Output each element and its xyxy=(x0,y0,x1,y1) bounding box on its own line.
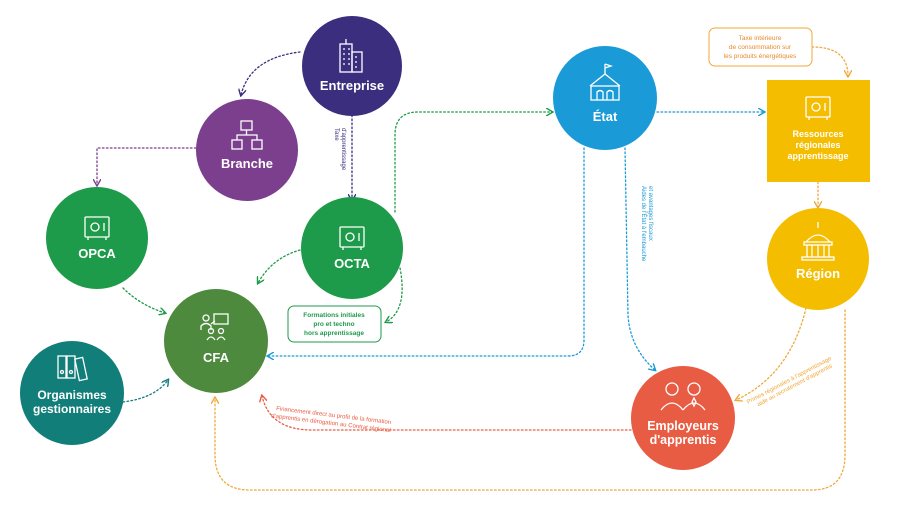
box-ressources-line1: Ressources xyxy=(792,129,843,139)
edge-label-etat-employeurs: Aides de l'État à l'embauche et avantage… xyxy=(640,186,653,262)
edge-branche-opca xyxy=(97,147,197,185)
node-octa: OCTA xyxy=(301,197,403,299)
edge-entreprise-branche xyxy=(241,51,301,95)
box-taxe-line3: les produits énergétiques xyxy=(724,53,797,60)
svg-text:Primes régionales à l'apprenti: Primes régionales à l'apprentissage xyxy=(746,356,833,406)
box-taxe-line1: Taxe intérieure xyxy=(739,35,782,42)
node-region: Région xyxy=(767,208,869,310)
node-cfa: CFA xyxy=(164,289,268,393)
box-taxe: Taxe intérieure de consommation sur les … xyxy=(708,27,813,67)
svg-text:aide au recrutement d'apprenti: aide au recrutement d'apprentis xyxy=(756,363,833,408)
node-entreprise: Entreprise xyxy=(302,16,402,116)
box-ressources: Ressources régionales apprentissage xyxy=(767,80,870,182)
edge-organismes-cfa xyxy=(122,380,168,403)
employees-icon xyxy=(660,382,706,411)
node-organismes-label-line2: gestionnaires xyxy=(33,402,111,416)
box-formations: Formations initiales pro et techno hors … xyxy=(287,305,382,343)
node-cfa-label: CFA xyxy=(203,350,230,365)
teacher-students-icon xyxy=(200,313,229,341)
svg-text:et avantages fiscaux: et avantages fiscaux xyxy=(647,186,653,241)
box-formations-line2: pro et techno xyxy=(313,321,354,328)
node-branche-label: Branche xyxy=(221,156,273,171)
node-employeurs-label-line2: d'apprentis xyxy=(650,433,717,447)
node-octa-label: OCTA xyxy=(334,256,370,271)
org-chart-icon xyxy=(231,120,263,150)
edge-octa-etat xyxy=(394,112,552,213)
safe-icon xyxy=(805,96,831,120)
box-formations-line3: hors apprentissage xyxy=(304,330,364,337)
box-formations-line1: Formations initiales xyxy=(303,312,365,319)
edge-region-cfa xyxy=(215,309,846,491)
edge-label-taxe-apprentissage: Taxe d'apprentissage xyxy=(333,128,346,171)
binders-icon xyxy=(57,355,88,382)
capitol-icon xyxy=(801,222,835,261)
box-taxe-line2: de consommation sur xyxy=(729,44,792,51)
node-etat: État xyxy=(553,46,657,150)
box-ressources-line3: apprentissage xyxy=(787,151,848,161)
node-entreprise-label: Entreprise xyxy=(320,78,384,93)
node-employeurs-label-line1: Employeurs xyxy=(647,419,719,433)
building-icon xyxy=(339,39,363,73)
edge-etat-employeurs xyxy=(624,147,655,370)
node-employeurs: Employeurs d'apprentis xyxy=(631,366,735,470)
node-organismes: Organismes gestionnaires xyxy=(20,341,124,445)
edge-employeurs-cfa xyxy=(262,396,632,431)
node-region-label: Région xyxy=(796,266,840,281)
node-organismes-label-line1: Organismes xyxy=(37,388,107,402)
edge-octa-cfa xyxy=(258,249,301,283)
edge-opca-cfa xyxy=(122,287,165,313)
safe-icon xyxy=(84,216,110,240)
edge-taxe-ressources xyxy=(811,46,848,76)
node-opca: OPCA xyxy=(46,187,148,289)
svg-text:Taxe: Taxe xyxy=(333,128,339,141)
node-branche: Branche xyxy=(196,99,298,201)
safe-icon xyxy=(339,226,365,250)
node-opca-label: OPCA xyxy=(78,246,116,261)
node-etat-label: État xyxy=(593,109,618,124)
edge-octa-formations xyxy=(386,267,403,322)
svg-text:d'apprentissage: d'apprentissage xyxy=(340,128,346,171)
edge-label-region-employeurs: Primes régionales à l'apprentissage aide… xyxy=(746,356,834,409)
government-building-icon xyxy=(589,63,621,101)
svg-text:Aides de l'État à l'embauche: Aides de l'État à l'embauche xyxy=(640,186,647,262)
edge-etat-cfa xyxy=(268,147,585,356)
box-ressources-line2: régionales xyxy=(795,140,840,150)
